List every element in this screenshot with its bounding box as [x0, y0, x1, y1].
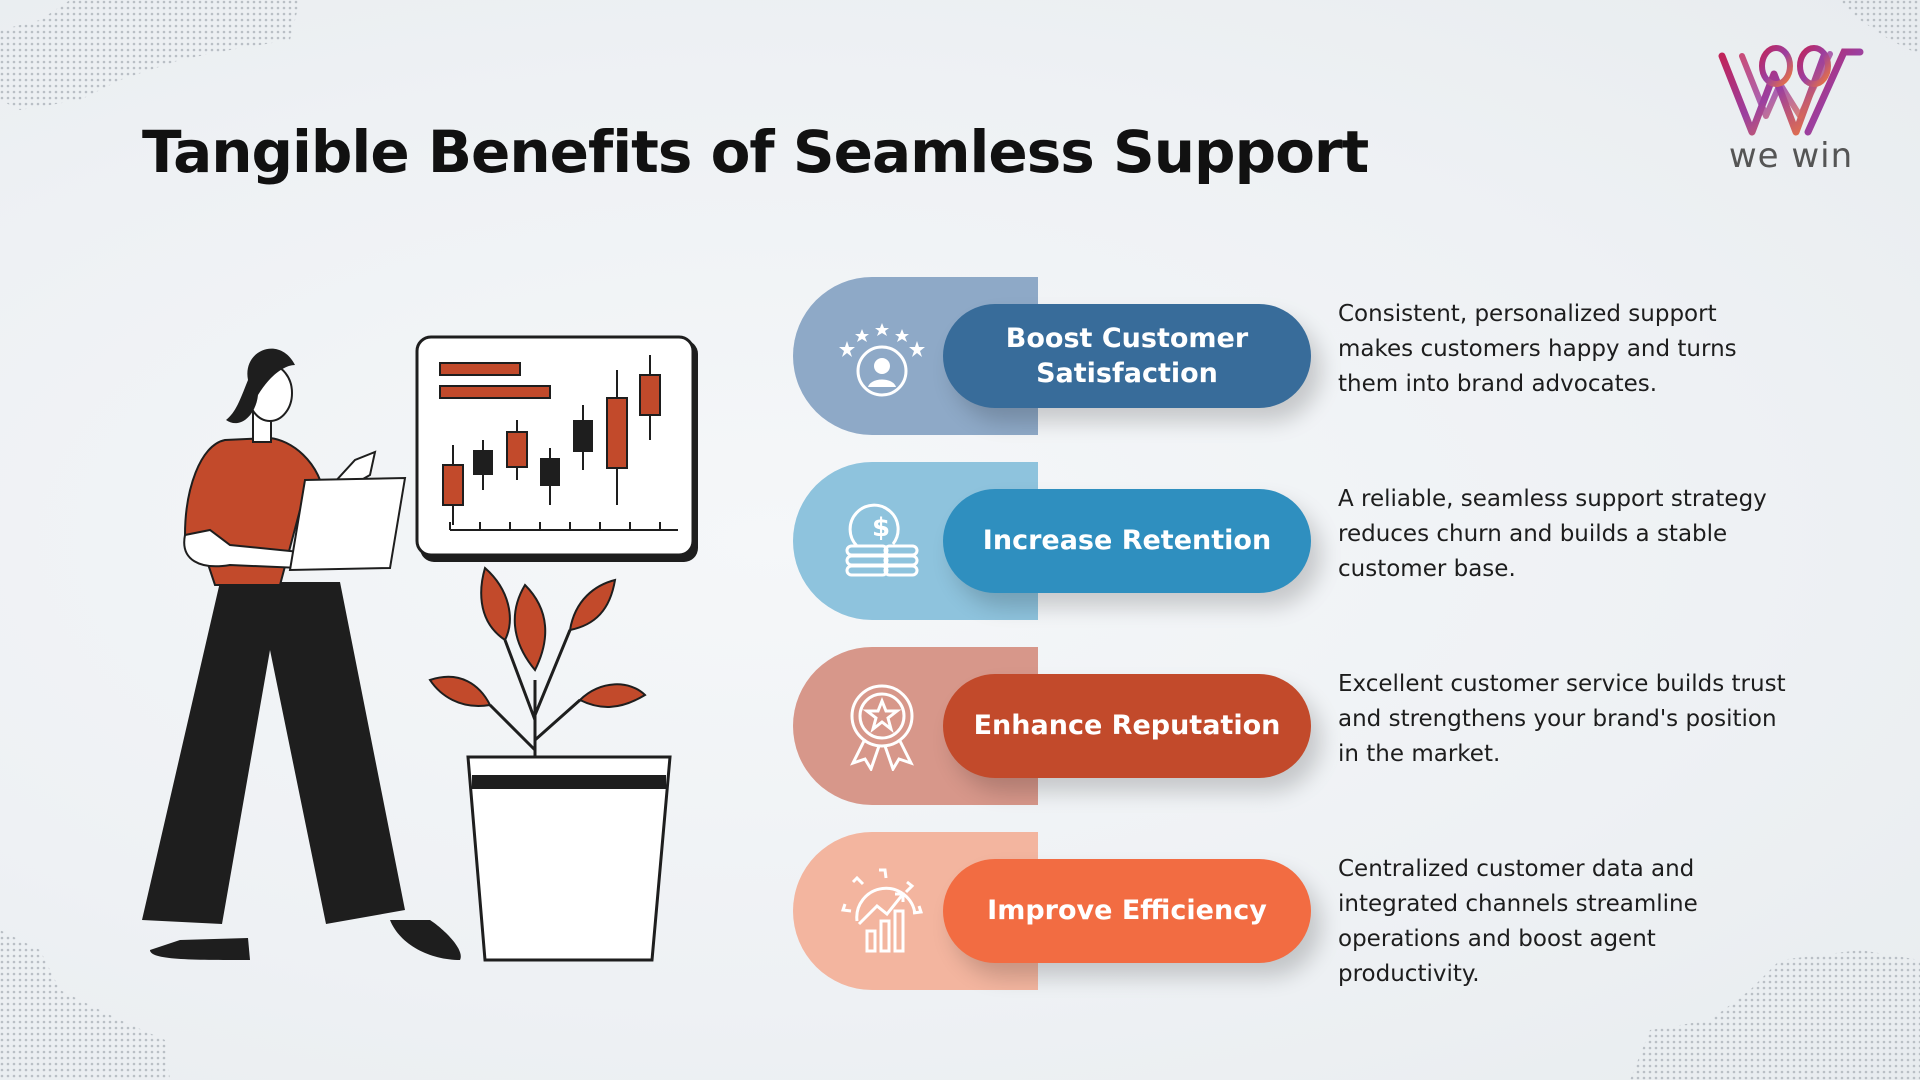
benefit-label: Enhance Reputation	[943, 674, 1311, 778]
we-win-logo	[1718, 45, 1864, 136]
candlestick-chart-board	[415, 335, 698, 562]
coins-icon: $	[845, 503, 919, 577]
benefit-reputation: Enhance Reputation Excellent customer se…	[793, 647, 1793, 805]
woman-figure	[142, 348, 461, 960]
customer-rating-icon	[839, 323, 925, 397]
benefit-label: Increase Retention	[943, 489, 1311, 593]
benefit-description: Centralized customer data and integrated…	[1338, 856, 1698, 987]
benefit-retention: $ Increase Retention A reliable, seamles…	[793, 462, 1793, 620]
growth-gear-icon	[840, 868, 924, 953]
benefit-description: Consistent, personalized support makes c…	[1338, 301, 1737, 397]
dotted-map-decoration-top-right	[1840, 0, 1920, 55]
award-badge-icon	[850, 684, 914, 771]
dotted-map-decoration-top-left	[0, 0, 300, 110]
dotted-map-decoration-bottom-left	[0, 930, 170, 1080]
benefit-description: A reliable, seamless support strategy re…	[1338, 486, 1767, 582]
benefit-efficiency: Improve Efficiency Centralized customer …	[793, 832, 1793, 990]
benefit-description: Excellent customer service builds trust …	[1338, 671, 1786, 767]
dotted-map-decoration-bottom-right	[1630, 950, 1920, 1080]
benefit-label: Boost Customer Satisfaction	[943, 304, 1311, 408]
benefit-label: Improve Efficiency	[943, 859, 1311, 963]
logo-text: we win	[1728, 136, 1854, 176]
benefit-customer-satisfaction: Boost Customer Satisfaction Consistent, …	[793, 277, 1793, 435]
potted-plant	[428, 566, 672, 962]
page-title: Tangible Benefits of Seamless Support	[142, 118, 1369, 186]
svg-text:$: $	[872, 513, 890, 543]
woman-presenting-chart-illustration	[142, 335, 698, 962]
